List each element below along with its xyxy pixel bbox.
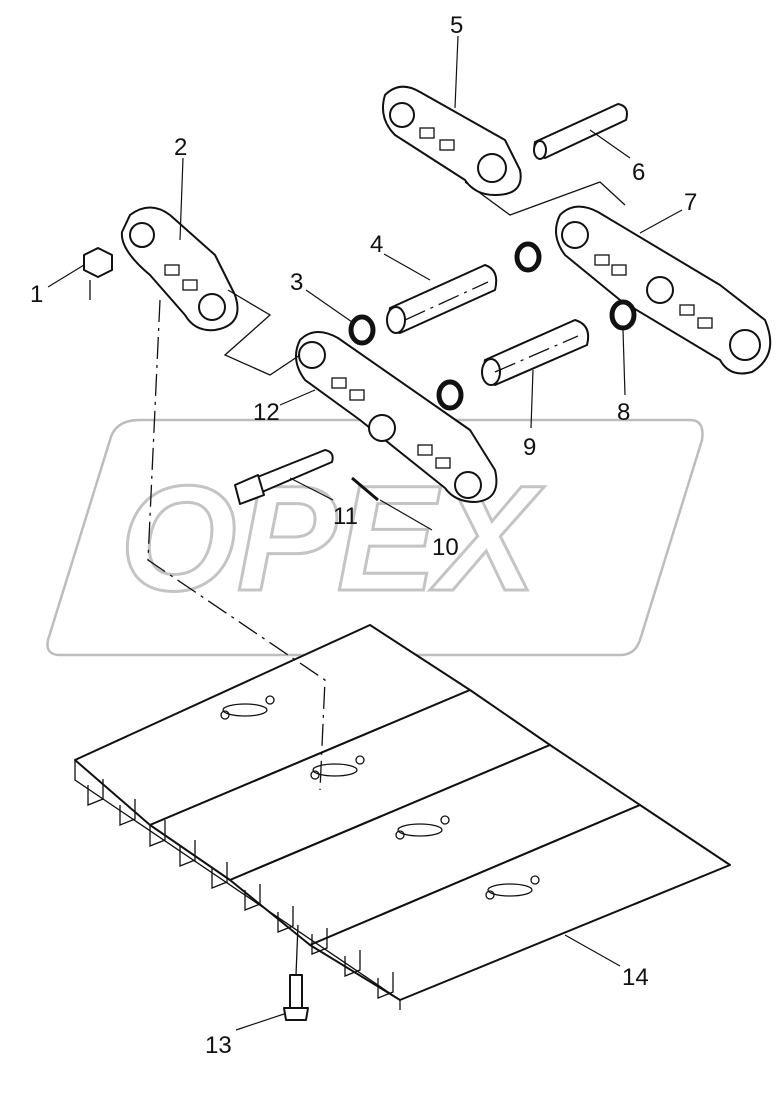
spring-pin-10 xyxy=(351,476,379,502)
callout-2: 2 xyxy=(174,134,187,241)
nut xyxy=(83,247,113,278)
svg-text:13: 13 xyxy=(205,1032,232,1059)
callout-14: 14 xyxy=(564,934,649,991)
link-7 xyxy=(555,205,772,375)
bushing-4 xyxy=(386,264,498,334)
pin-6 xyxy=(533,103,628,160)
svg-text:4: 4 xyxy=(370,231,383,258)
callout-3: 3 xyxy=(290,269,353,323)
svg-text:7: 7 xyxy=(684,189,697,216)
callout-9: 9 xyxy=(523,369,536,461)
link-2 xyxy=(120,206,239,332)
svg-text:6: 6 xyxy=(632,159,645,186)
bushing-9 xyxy=(481,319,590,386)
svg-text:12: 12 xyxy=(253,399,280,426)
callout-8: 8 xyxy=(617,329,630,426)
svg-text:8: 8 xyxy=(617,399,630,426)
svg-text:10: 10 xyxy=(432,534,459,561)
pin-11 xyxy=(234,449,334,505)
link-5 xyxy=(382,85,522,196)
callout-5: 5 xyxy=(450,12,463,109)
svg-text:11: 11 xyxy=(333,503,358,530)
watermark: OPEX xyxy=(46,418,704,657)
link-12 xyxy=(295,331,498,503)
svg-text:3: 3 xyxy=(290,269,303,296)
callout-6: 6 xyxy=(589,129,645,186)
svg-text:1: 1 xyxy=(30,281,43,308)
seals xyxy=(348,241,637,411)
track-bolt xyxy=(283,924,309,1021)
track-shoe-assembly xyxy=(74,624,731,1010)
callout-7: 7 xyxy=(639,189,697,234)
svg-text:9: 9 xyxy=(523,434,536,461)
svg-text:2: 2 xyxy=(174,134,187,161)
callout-11: 11 xyxy=(289,477,358,530)
callout-13: 13 xyxy=(205,1013,285,1059)
callout-1: 1 xyxy=(30,264,85,308)
callout-4: 4 xyxy=(370,231,431,281)
svg-text:5: 5 xyxy=(450,12,463,39)
callouts: 1 2 3 4 5 6 7 8 xyxy=(30,12,697,1059)
svg-text:14: 14 xyxy=(622,964,649,991)
assembly-lines xyxy=(89,181,626,791)
callout-12: 12 xyxy=(253,389,316,426)
callout-10: 10 xyxy=(379,499,459,561)
